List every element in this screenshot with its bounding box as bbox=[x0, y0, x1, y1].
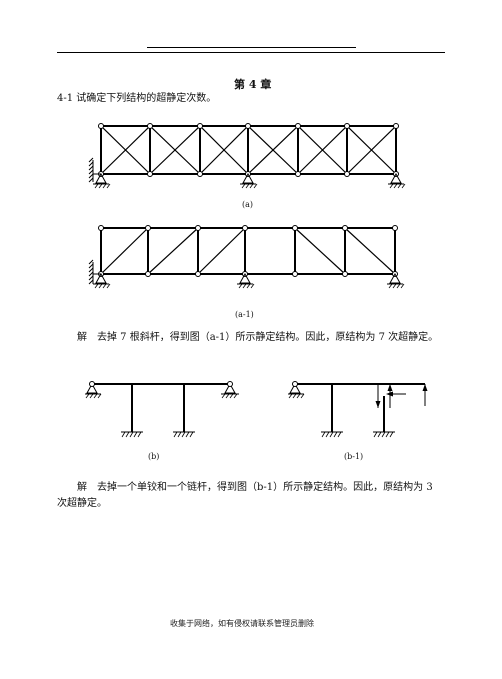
chapter-title: 第 4 章 bbox=[234, 78, 272, 91]
figure-b-caption: (b) bbox=[148, 452, 160, 461]
problem-text: 试确定下列结构的超静定次数。 bbox=[76, 93, 217, 104]
page-footer: 收集于网络，如有侵权请联系管理员删除 bbox=[170, 619, 314, 628]
problem-statement: 4-1 试确定下列结构的超静定次数。 bbox=[57, 92, 216, 106]
header-rule-short bbox=[147, 47, 356, 48]
header-rule-long bbox=[57, 52, 445, 53]
problem-number: 4-1 bbox=[57, 93, 74, 104]
figure-b1-caption: (b-1) bbox=[344, 452, 364, 461]
figure-a1-caption: (a-1) bbox=[235, 310, 254, 319]
solution-a-text: 解 去掉 7 根斜杆，得到图（a-1）所示静定结构。因此，原结构为 7 次超静定… bbox=[77, 332, 439, 343]
figure-a-caption: (a) bbox=[242, 200, 254, 209]
solution-b-text: 解 去掉一个单铰和一个链杆，得到图（b-1）所示静定结构。因此，原结构为 3 次… bbox=[57, 482, 433, 509]
